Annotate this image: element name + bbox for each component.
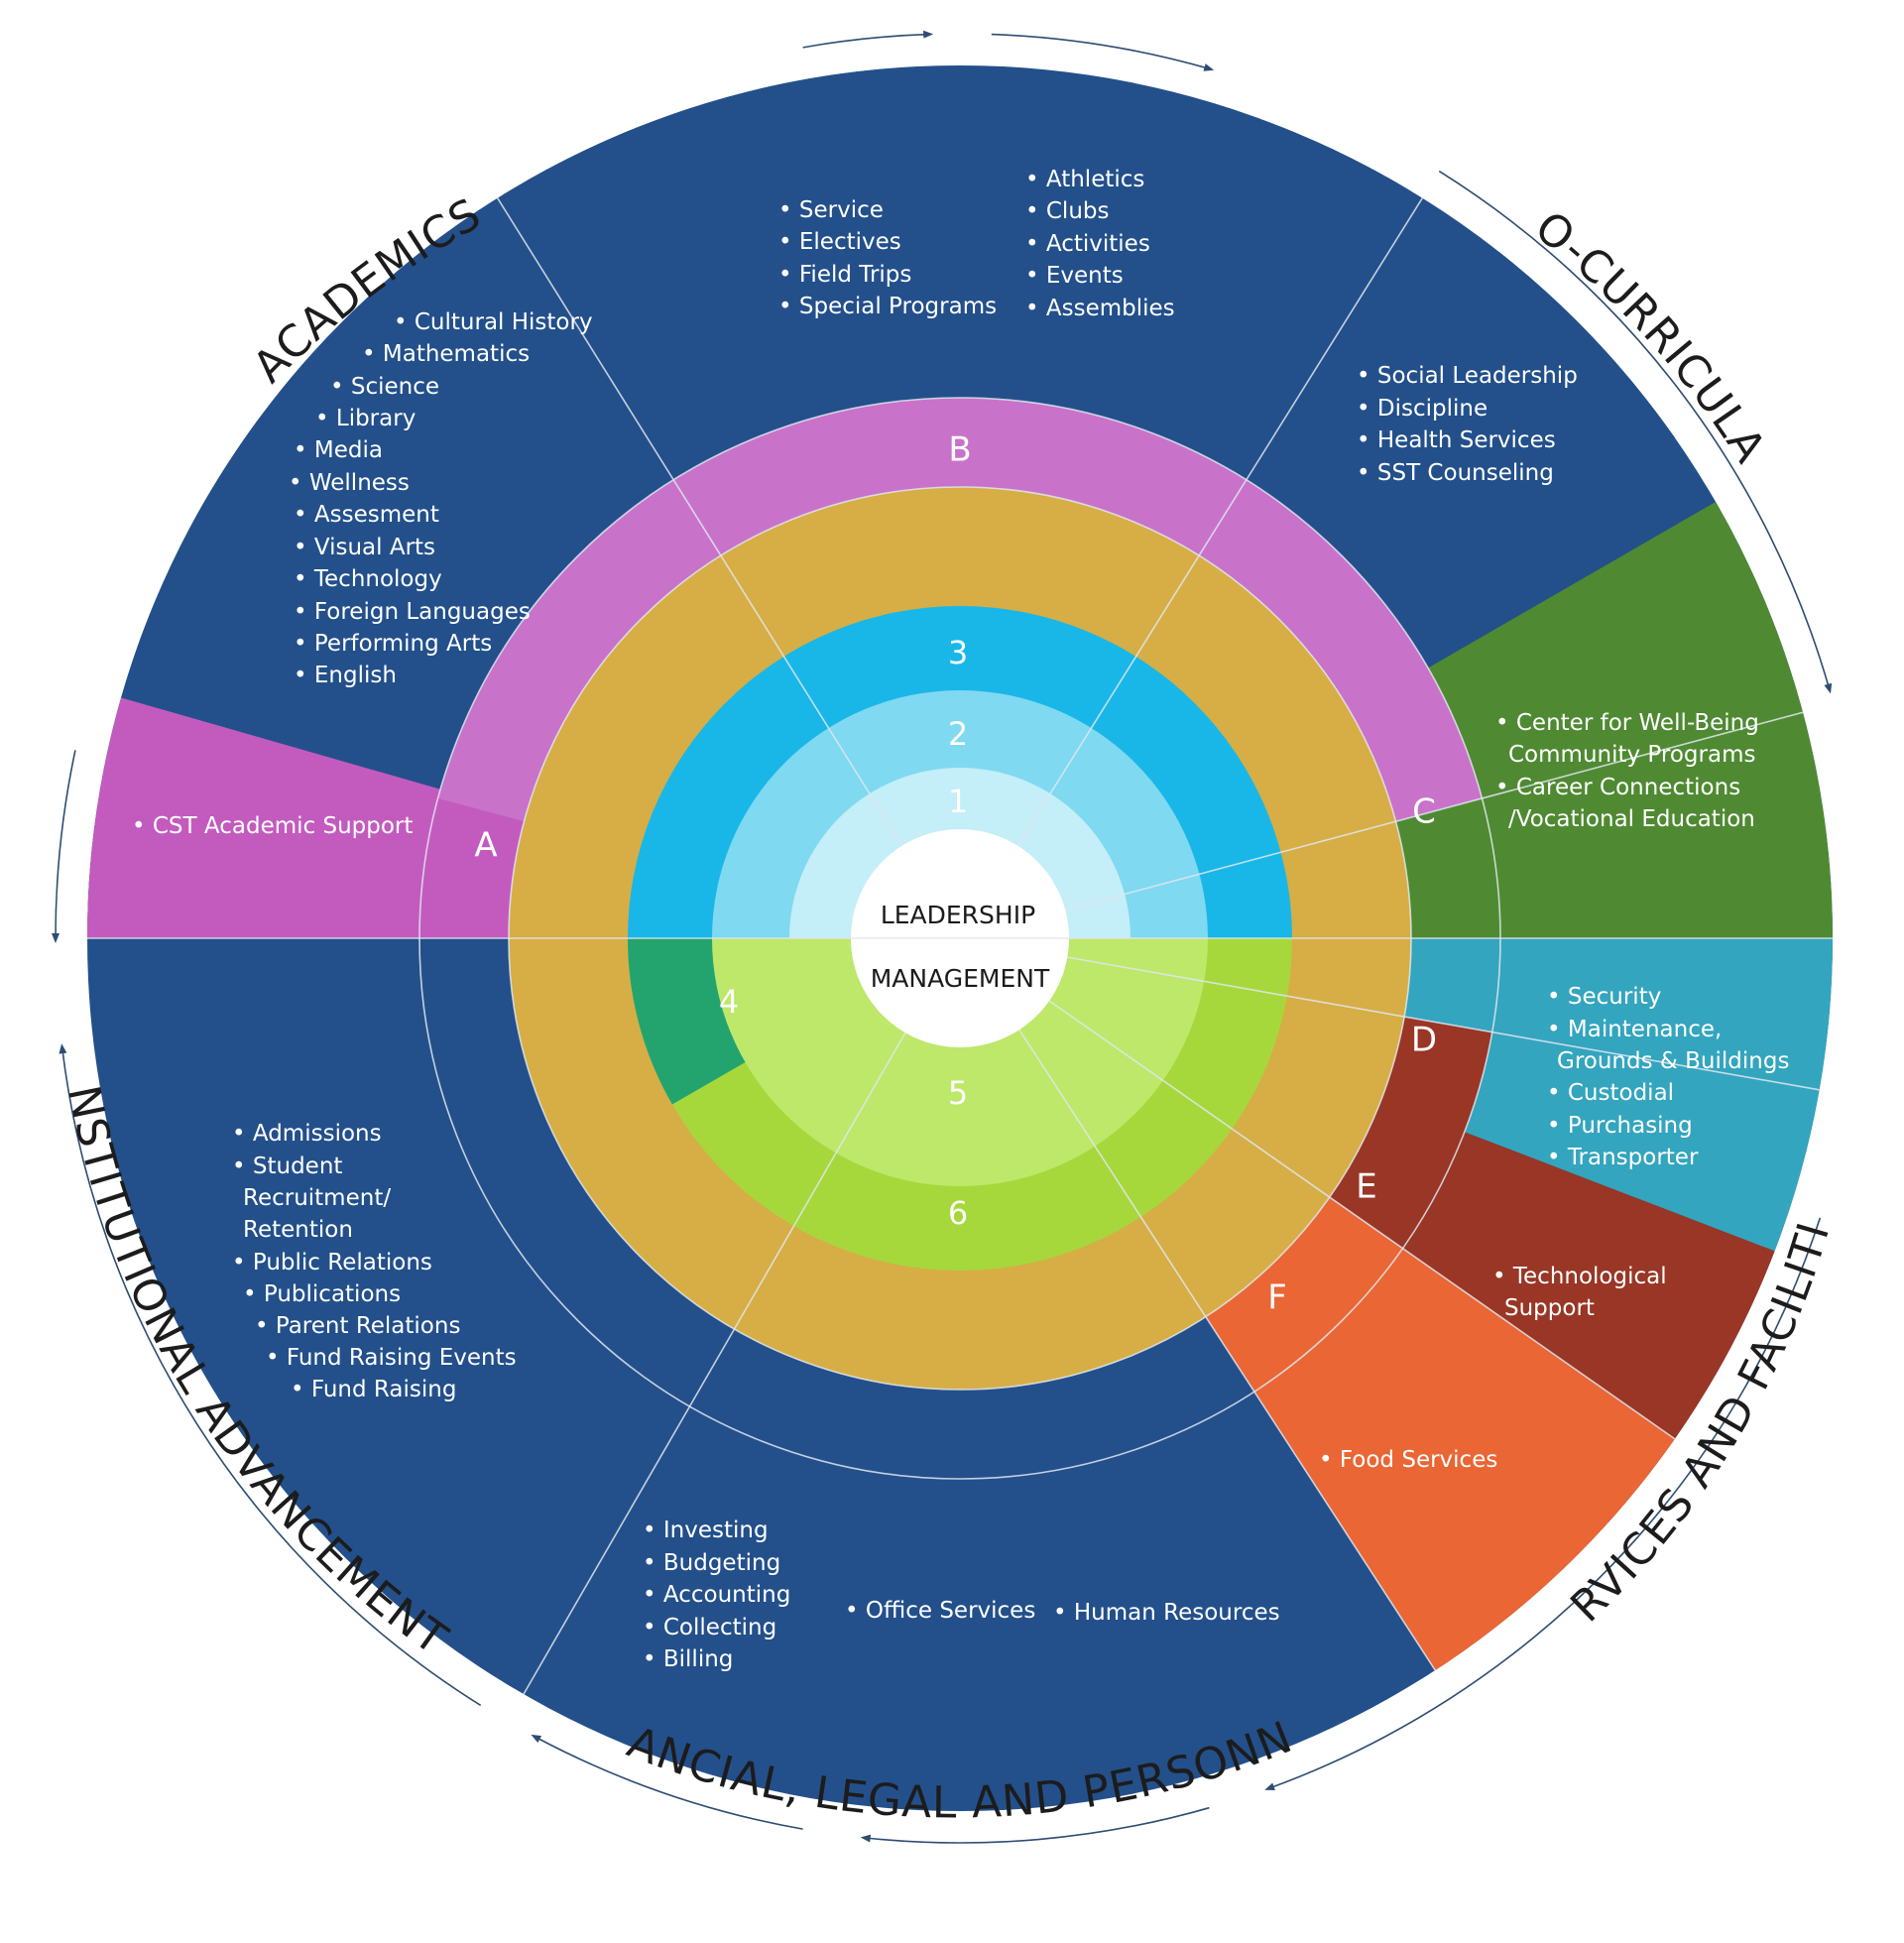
academics-item: • English bbox=[294, 663, 397, 688]
segment-letter-e: E bbox=[1356, 1167, 1376, 1207]
academics-list: • Cultural History • Mathematics • Scien… bbox=[289, 309, 600, 688]
ring-number-2: 2 bbox=[948, 715, 968, 753]
segment-d-list: • Security • Maintenance, Grounds & Buil… bbox=[1547, 984, 1797, 1170]
radial-divider-line bbox=[496, 197, 903, 847]
institutional-item: Retention bbox=[243, 1217, 353, 1243]
academics-item: • Assesment bbox=[294, 502, 439, 528]
co-curricular-item: • Athletics bbox=[1025, 167, 1144, 192]
outer-arrow-arc bbox=[59, 1043, 482, 1707]
outer-arrows bbox=[52, 30, 1833, 1844]
academics-item: • Technology bbox=[294, 566, 442, 592]
financial-list-left: • Investing • Budgeting • Accounting • C… bbox=[643, 1518, 798, 1672]
institutional-item: • Parent Relations bbox=[255, 1313, 460, 1339]
academics-item: • Media bbox=[294, 437, 383, 463]
radial-divider-line bbox=[523, 1032, 906, 1695]
institutional-item: • Publications bbox=[243, 1281, 401, 1307]
segment-e-list: • Technological Support bbox=[1492, 1264, 1674, 1321]
segment-d-item: Grounds & Buildings bbox=[1557, 1048, 1789, 1074]
ring-divider bbox=[418, 397, 1501, 1480]
segment-letter-c: C bbox=[1412, 792, 1436, 832]
outer-arrow-arc bbox=[860, 1806, 1210, 1844]
co-curricular-list-right: • Athletics • Clubs • Activities • Event… bbox=[1025, 167, 1175, 321]
financial-item-hr: • Human Resources bbox=[1053, 1600, 1280, 1626]
co-curricular-item: • SST Counseling bbox=[1357, 460, 1554, 486]
segment-c-item: Community Programs bbox=[1508, 742, 1755, 768]
segment-c-item: • Career Connections bbox=[1495, 775, 1740, 800]
co-curricular-item: • Service bbox=[778, 197, 884, 223]
outer-arrow-arc bbox=[531, 1734, 803, 1830]
segment-d-item: • Security bbox=[1547, 984, 1661, 1010]
segment-letter-a: A bbox=[474, 826, 497, 866]
co-curricular-item: • Discipline bbox=[1357, 396, 1488, 422]
ring-number-4: 4 bbox=[719, 983, 739, 1021]
segment-letter-d: D bbox=[1411, 1021, 1437, 1060]
financial-item: • Collecting bbox=[643, 1615, 776, 1640]
segment-c-list: • Center for Well-Being Community Progra… bbox=[1495, 710, 1766, 832]
co-curricular-item: • Assemblies bbox=[1025, 296, 1175, 321]
financial-item: • Accounting bbox=[643, 1582, 790, 1608]
outer-arrow-arc bbox=[52, 750, 76, 943]
financial-item: • Budgeting bbox=[643, 1550, 780, 1576]
academics-item: • Cultural History bbox=[394, 309, 593, 335]
institutional-item: • Student bbox=[232, 1154, 342, 1179]
segment-a-item: • CST Academic Support bbox=[132, 813, 413, 839]
outer-arrow-arc bbox=[1438, 170, 1833, 694]
outer-arrow-arc bbox=[991, 33, 1215, 71]
segment-d-item: • Custodial bbox=[1547, 1080, 1674, 1106]
radial-divider-line bbox=[1065, 711, 1804, 911]
segment-d-item: • Purchasing bbox=[1547, 1113, 1693, 1139]
co-curricular-item: • Social Leadership bbox=[1357, 363, 1578, 389]
academics-item: • Science bbox=[330, 374, 439, 400]
segment-d-item: • Transporter bbox=[1547, 1145, 1699, 1170]
segment-letter-f: F bbox=[1267, 1278, 1287, 1318]
segment-e-item: • Technological bbox=[1492, 1264, 1667, 1289]
ring-number-5: 5 bbox=[948, 1074, 968, 1112]
radial-divider-line bbox=[1016, 197, 1424, 847]
center-management-label: MANAGEMENT bbox=[871, 964, 1050, 993]
radial-divider-line bbox=[1018, 1029, 1436, 1671]
center-leadership-label: LEADERSHIP bbox=[881, 901, 1035, 929]
ring-number-3: 3 bbox=[948, 634, 968, 671]
co-curricular-item: • Special Programs bbox=[778, 294, 997, 319]
academics-item: • Foreign Languages bbox=[294, 599, 531, 625]
segment-f-item: • Food Services bbox=[1319, 1447, 1497, 1473]
academics-item: • Visual Arts bbox=[294, 535, 435, 560]
ring-number-6: 6 bbox=[948, 1194, 968, 1232]
co-curricular-list-left: • Service • Electives • Field Trips • Sp… bbox=[778, 197, 997, 319]
co-curricular-item: • Field Trips bbox=[778, 262, 911, 288]
institutional-list: • Admissions • Student Recruitment/ Rete… bbox=[232, 1121, 524, 1402]
co-curricular-item: • Health Services bbox=[1357, 427, 1556, 453]
segment-c-item: • Center for Well-Being bbox=[1495, 710, 1759, 736]
outer-arrow-arc bbox=[1264, 1217, 1822, 1791]
co-curricular-item: • Events bbox=[1025, 263, 1124, 289]
financial-item: • Billing bbox=[643, 1646, 733, 1672]
radial-dividers bbox=[87, 197, 1833, 1695]
financial-item-office: • Office Services bbox=[845, 1598, 1035, 1624]
radial-divider-line bbox=[1048, 1000, 1676, 1440]
institutional-item: • Fund Raising Events bbox=[266, 1345, 517, 1371]
academics-item: • Wellness bbox=[289, 470, 410, 496]
institutional-item: • Public Relations bbox=[232, 1250, 432, 1275]
segment-d-item: • Maintenance, bbox=[1547, 1017, 1722, 1042]
outer-arrow-arc bbox=[802, 30, 934, 49]
institutional-item: • Admissions bbox=[232, 1121, 382, 1147]
segment-e-item: Support bbox=[1504, 1295, 1595, 1321]
academics-item: • Performing Arts bbox=[294, 631, 492, 657]
institutional-item: Recruitment/ bbox=[243, 1185, 391, 1211]
co-curricular-item: • Activities bbox=[1025, 231, 1150, 257]
co-curricular-item: • Electives bbox=[778, 229, 901, 255]
academics-item: • Library bbox=[315, 406, 416, 431]
co-curricular-item: • Clubs bbox=[1025, 198, 1110, 224]
co-curricular-support-list: • Social Leadership • Discipline • Healt… bbox=[1357, 363, 1585, 486]
ring-number-1: 1 bbox=[948, 783, 968, 820]
radial-divider-line bbox=[1067, 956, 1820, 1091]
segment-letter-b: B bbox=[948, 430, 971, 470]
segment-c-item: /Vocational Education bbox=[1508, 806, 1755, 832]
academics-item: • Mathematics bbox=[362, 341, 530, 367]
financial-item: • Investing bbox=[643, 1518, 769, 1543]
ring-5 bbox=[712, 938, 1208, 1186]
institutional-item: • Fund Raising bbox=[291, 1377, 456, 1402]
ring-divider bbox=[508, 486, 1412, 1391]
